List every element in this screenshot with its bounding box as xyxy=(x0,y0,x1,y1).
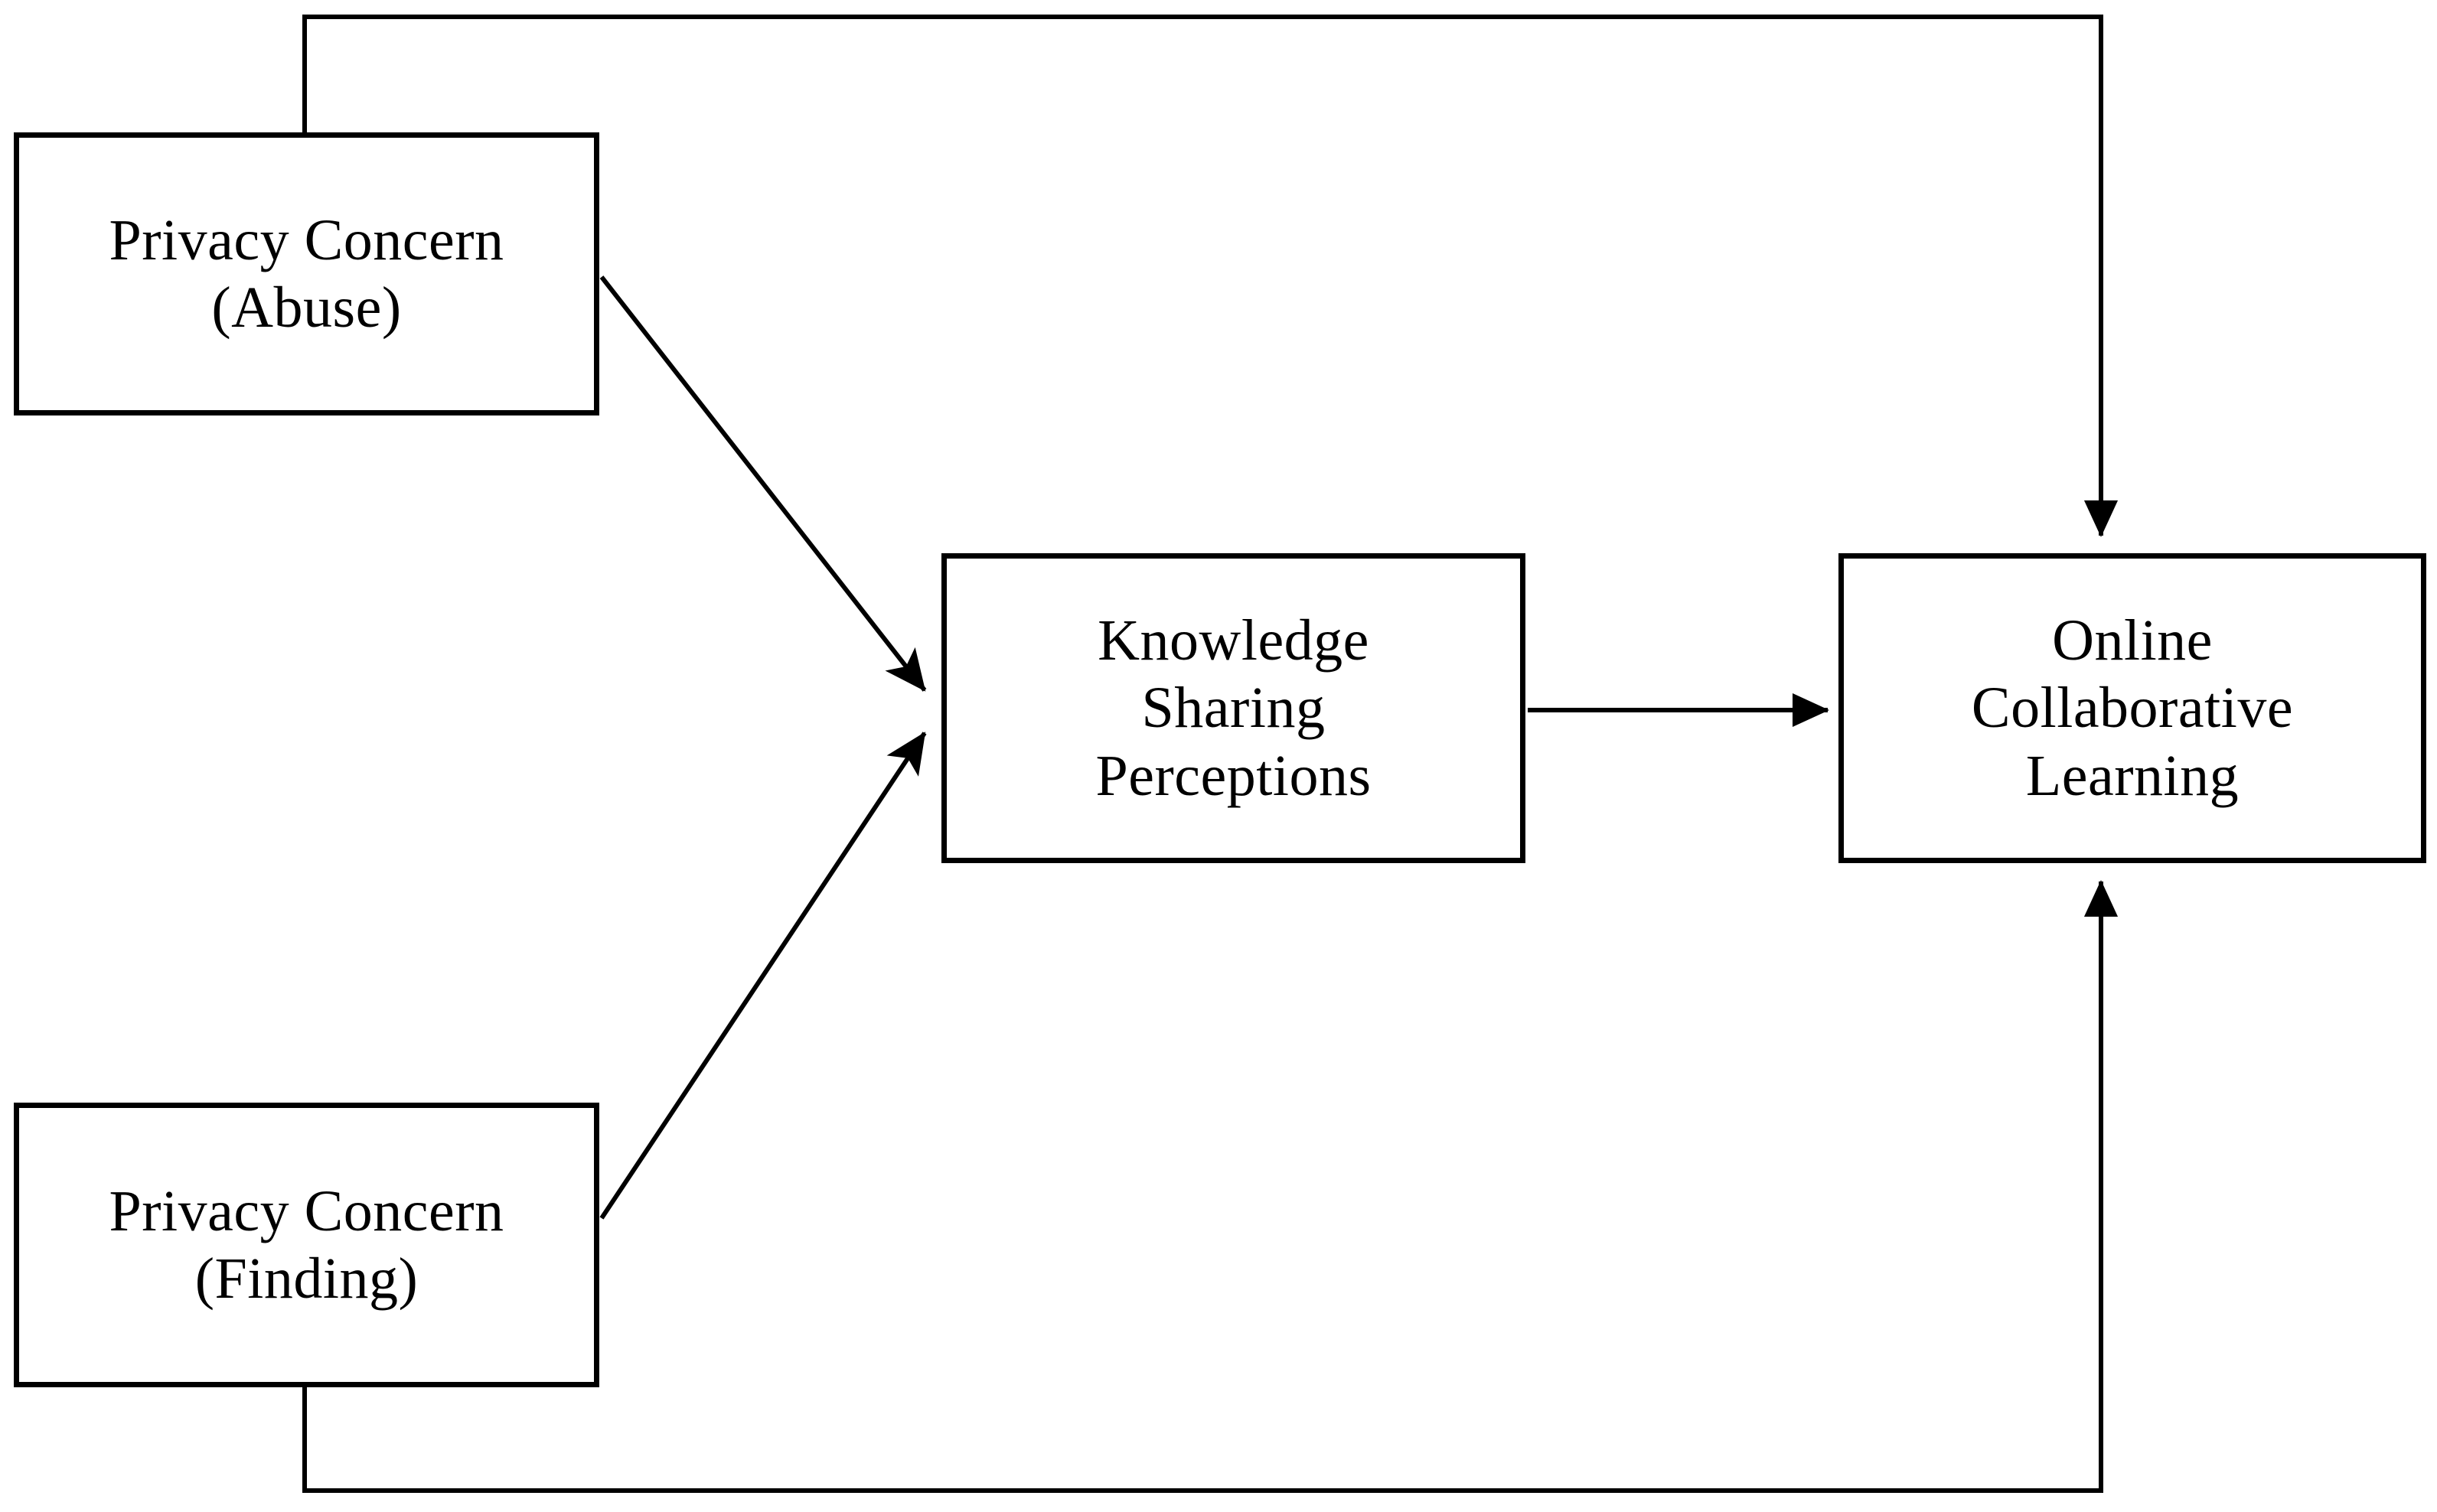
node-privacy-concern-abuse-label: Privacy Concern (Abuse) xyxy=(109,207,504,340)
node-privacy-concern-abuse[interactable]: Privacy Concern (Abuse) xyxy=(14,132,599,415)
edge-finding-to-online xyxy=(302,880,2119,1493)
node-knowledge-sharing-perceptions[interactable]: Knowledge Sharing Perceptions xyxy=(941,553,1525,863)
node-online-collaborative-learning-label: Online Collaborative Learning xyxy=(1971,608,2294,808)
node-privacy-concern-finding-label: Privacy Concern (Finding) xyxy=(109,1178,504,1311)
edge-abuse-to-knowledge xyxy=(599,275,927,692)
node-privacy-concern-finding[interactable]: Privacy Concern (Finding) xyxy=(14,1103,599,1387)
edge-abuse-to-online xyxy=(302,15,2119,537)
edge-finding-to-knowledge xyxy=(599,732,927,1220)
node-online-collaborative-learning[interactable]: Online Collaborative Learning xyxy=(1838,553,2426,863)
node-knowledge-sharing-perceptions-label: Knowledge Sharing Perceptions xyxy=(1095,608,1372,808)
